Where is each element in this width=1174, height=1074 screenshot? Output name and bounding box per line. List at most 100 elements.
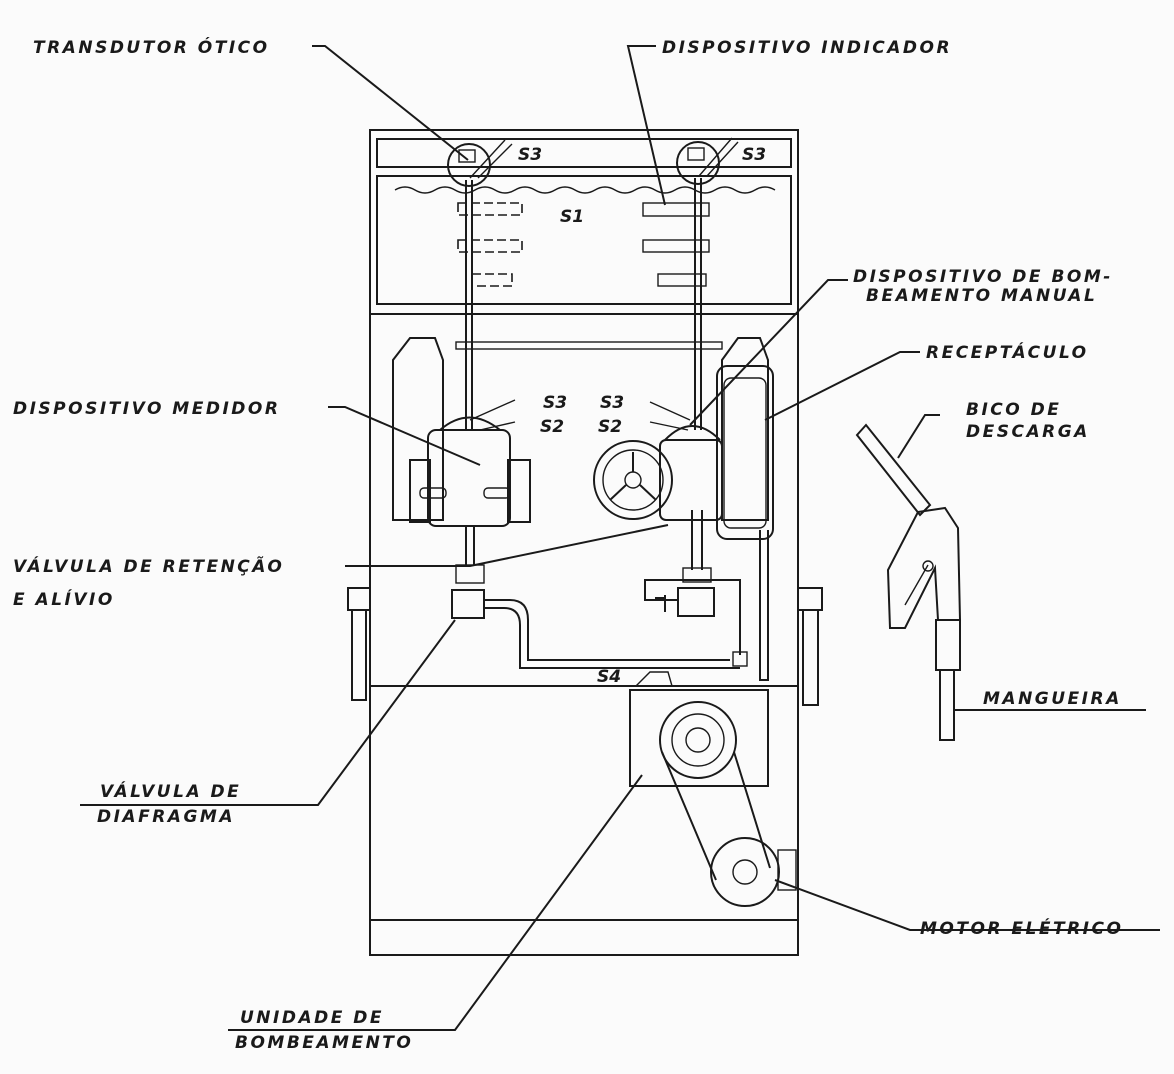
side-shield-left — [392, 337, 444, 521]
meter-side-left — [409, 459, 431, 523]
leader-receptaculo — [764, 351, 920, 421]
nozzle-trigger — [904, 564, 929, 606]
pump-pulley-hub — [685, 727, 711, 753]
hand-wheel-inner — [602, 449, 664, 511]
label-unidade-1: UNIDADE DE — [240, 1008, 384, 1028]
hose-left — [351, 610, 367, 701]
tag-s3-mid-right: S3 — [600, 393, 624, 413]
display-digits-right-2 — [642, 239, 710, 253]
pump-head-right — [659, 439, 723, 521]
receptacle-drain — [759, 530, 769, 681]
display-digits-left-3 — [471, 273, 513, 287]
leader-indicador — [626, 45, 666, 206]
hand-wheel-hub — [624, 471, 642, 489]
leader-retencao — [345, 524, 669, 567]
motor-mount — [777, 849, 797, 891]
pump-pulley-outer — [659, 701, 737, 779]
label-unidade-2: BOMBEAMENTO — [235, 1033, 413, 1053]
motor-pulley — [732, 859, 758, 885]
display-digits-right-1 — [642, 202, 710, 217]
display-digits-left-2 — [457, 239, 523, 253]
cabinet-outline — [369, 129, 799, 956]
horizontal-rod — [455, 341, 723, 350]
transducer-left-body — [458, 149, 476, 163]
label-valvula-retencao-2: E ALÍVIO — [13, 588, 115, 610]
leader-diafragma — [80, 619, 456, 806]
hose-right — [802, 610, 819, 706]
leader-transdutor — [312, 45, 469, 161]
meter-fitting-left — [419, 487, 447, 499]
tag-s2-mid-left: S2 — [540, 417, 564, 437]
right-pipe-flange — [682, 567, 712, 583]
drive-belt — [661, 751, 771, 881]
tag-s1: S1 — [560, 207, 584, 227]
nozzle-pivot — [922, 560, 934, 572]
display-panel — [376, 175, 792, 305]
receptacle-inner — [723, 377, 767, 529]
label-valvula-diafragma-1: VÁLVULA DE — [100, 780, 241, 802]
label-receptaculo: RECEPTÁCULO — [926, 341, 1089, 363]
right-valve — [677, 587, 715, 617]
pumping-unit — [629, 689, 769, 787]
pump-pulley-mid — [671, 713, 725, 767]
meter-side-right — [507, 459, 531, 523]
label-bombeamento-manual-1: DISPOSITIVO DE BOM- — [853, 267, 1113, 287]
display-top-strip — [376, 138, 792, 168]
label-transdutor-otico: TRANSDUTOR ÓTICO — [33, 36, 270, 58]
pipe-to-right — [484, 599, 730, 661]
side-shield-right — [721, 337, 769, 521]
discharge-nozzle — [886, 506, 962, 629]
pipe-loop-right — [644, 579, 741, 655]
meter-sensor-arms — [469, 399, 516, 431]
label-motor-eletrico: MOTOR ELÉTRICO — [920, 917, 1123, 939]
hose-connector-left — [347, 587, 371, 611]
optical-transducer-left — [447, 143, 491, 187]
nozzle-coupling — [935, 619, 961, 671]
hose-nozzle — [939, 670, 955, 741]
pipe-junction — [732, 651, 748, 667]
pipe-meter-down — [465, 526, 475, 565]
label-bico-2: DESCARGA — [966, 422, 1090, 442]
s4-fitting — [635, 671, 673, 687]
meter-top-dome — [439, 416, 501, 431]
tag-s3-top-left: S3 — [518, 145, 542, 165]
tag-s3-top-right: S3 — [742, 145, 766, 165]
right-valve-handle — [655, 595, 666, 612]
meter-fitting-right — [483, 487, 511, 499]
pipe-to-right-2 — [484, 607, 740, 669]
tag-s4: S4 — [597, 667, 621, 687]
leader-unidade — [228, 774, 643, 1031]
label-valvula-retencao-1: VÁLVULA DE RETENÇÃO — [13, 554, 284, 577]
diaphragm-valve — [451, 589, 485, 619]
leader-bombeamento-manual — [689, 279, 848, 426]
pipe-right-vertical — [691, 510, 703, 570]
label-dispositivo-medidor: DISPOSITIVO MEDIDOR — [13, 399, 280, 419]
hose-connector-right — [797, 587, 823, 611]
hand-wheel-spokes — [609, 452, 657, 501]
receptacle — [716, 365, 774, 540]
transducer-right-lever — [698, 137, 739, 177]
display-digits-left-1 — [457, 202, 523, 216]
leader-bico — [897, 414, 940, 459]
display-wave-line — [394, 186, 776, 194]
transducer-right-body — [687, 147, 705, 161]
label-dispositivo-indicador: DISPOSITIVO INDICADOR — [662, 38, 952, 58]
display-digits-right-3 — [657, 273, 707, 287]
label-bico-1: BICO DE — [966, 400, 1061, 420]
check-valve-flange — [455, 564, 485, 584]
label-bombeamento-manual-2: BEAMENTO MANUAL — [866, 286, 1097, 306]
tag-s3-mid-left: S3 — [543, 393, 567, 413]
leader-motor — [774, 879, 1160, 931]
label-mangueira: MANGUEIRA — [983, 689, 1122, 709]
pump-sensor-arms — [649, 401, 691, 431]
pump-head-dome — [664, 425, 721, 441]
leader-medidor — [328, 406, 481, 466]
nozzle-spout — [855, 423, 932, 517]
tag-s2-mid-right: S2 — [598, 417, 622, 437]
hand-wheel-outer — [593, 440, 673, 520]
transducer-left-lever — [469, 139, 513, 179]
electric-motor — [710, 837, 780, 907]
metering-device — [427, 429, 511, 527]
